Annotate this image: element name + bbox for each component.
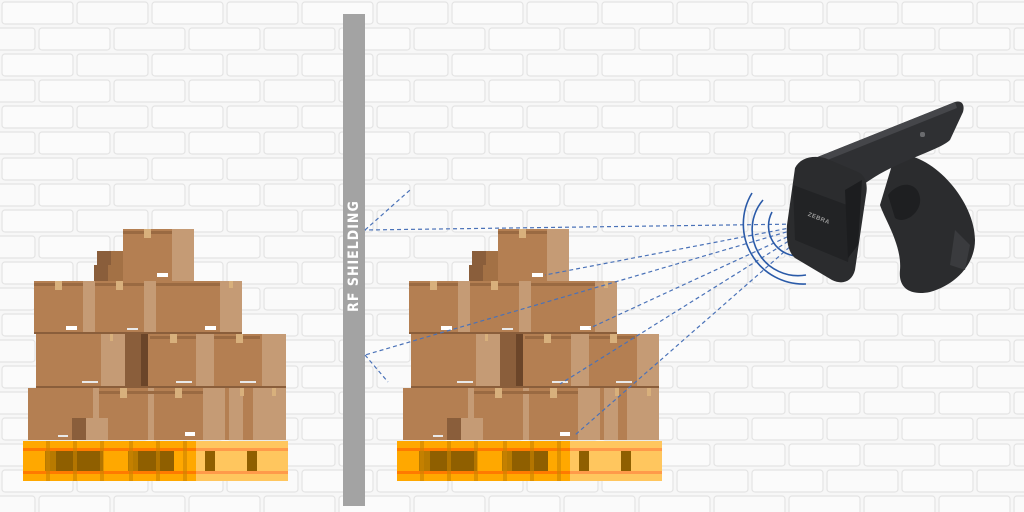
rfid-scanner bbox=[786, 101, 975, 294]
right-pallet bbox=[397, 441, 662, 481]
left-box-stack bbox=[28, 229, 286, 440]
rf-shield-bar bbox=[343, 14, 365, 506]
signal-rays bbox=[364, 189, 801, 436]
left-pallet bbox=[23, 441, 288, 481]
